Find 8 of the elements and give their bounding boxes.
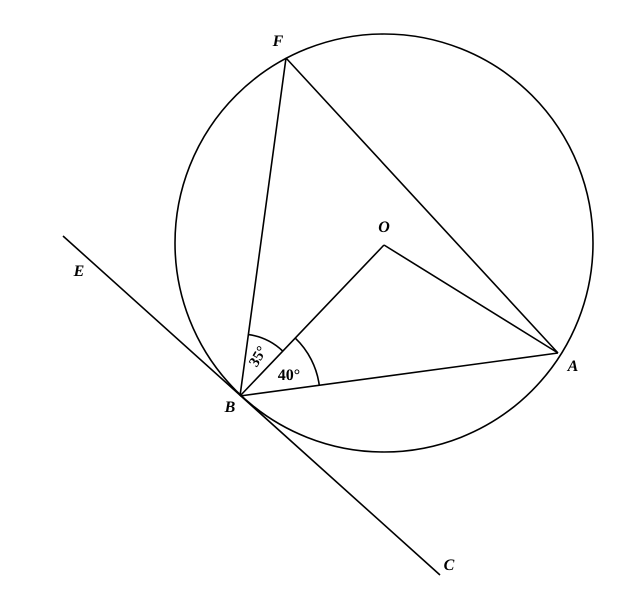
point-label: F <box>272 34 284 50</box>
point-label: A <box>568 359 578 375</box>
angle-label: 35° <box>247 344 271 370</box>
point-label: B <box>224 400 236 416</box>
point-label: E <box>74 264 84 280</box>
point-label: O <box>378 220 390 236</box>
point-label: C <box>444 558 454 574</box>
angle-label: 40° <box>278 368 300 384</box>
